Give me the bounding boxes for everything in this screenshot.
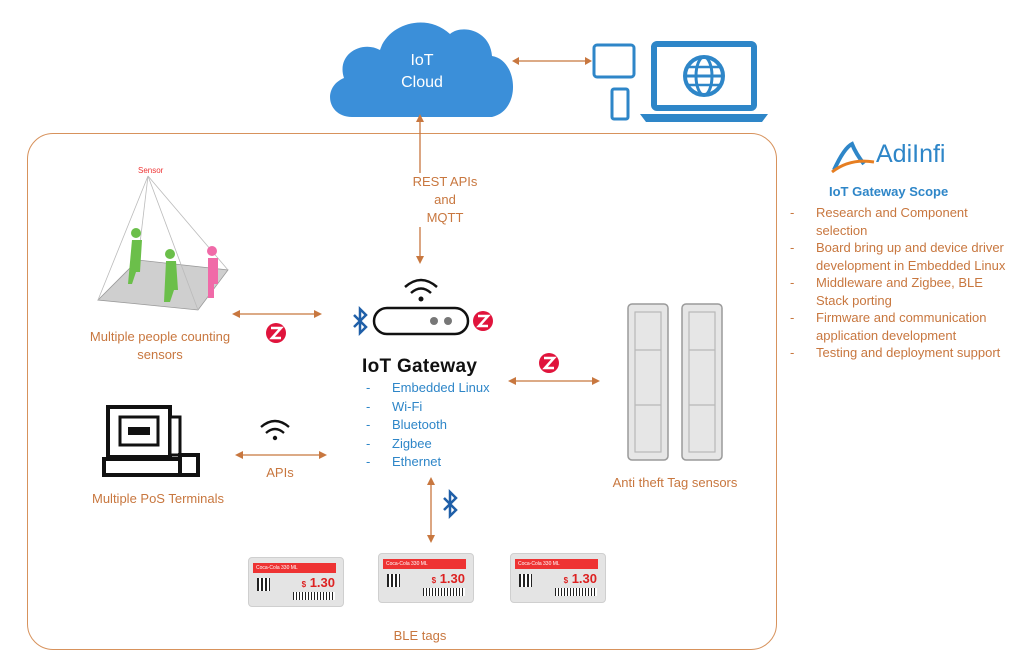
scope-item: Firmware and communication application d… — [790, 309, 1010, 344]
qr-code-icon — [519, 574, 532, 587]
wifi-icon — [404, 278, 438, 302]
bluetooth-icon — [443, 488, 458, 520]
tag-brand-bar: Coca-Cola 330 ML — [515, 559, 598, 569]
phone-icon — [610, 87, 630, 121]
wifi-icon — [260, 419, 290, 441]
gateway-feature: Embedded Linux — [362, 379, 490, 398]
tag-brand-bar: Coca-Cola 330 ML — [253, 563, 336, 573]
antitheft-caption: Anti theft Tag sensors — [612, 475, 738, 490]
gateway-ble-arrow — [427, 477, 435, 543]
barcode-icon — [555, 588, 597, 596]
pos-terminal-icon — [102, 405, 200, 477]
cloud-icon — [330, 22, 514, 118]
laptop-globe-icon — [640, 41, 768, 122]
zigbee-icon — [539, 353, 559, 373]
ble-caption: BLE tags — [393, 628, 447, 643]
gateway-antitheft-arrow — [508, 377, 600, 385]
zigbee-icon — [266, 323, 286, 343]
ble-tag: Coca-Cola 330 ML $ 1.30 — [378, 553, 474, 603]
gateway-feature: Bluetooth — [362, 416, 490, 435]
people-counting-sensor-icon: Sensor — [97, 166, 229, 311]
pos-apis-label: APIs — [266, 465, 294, 480]
adiinfi-logo-icon — [831, 141, 875, 174]
tag-price: $ 1.30 — [563, 571, 597, 586]
scope-item: Board bring up and device driver develop… — [790, 239, 1010, 274]
scope-item: Research and Component selection — [790, 204, 1010, 239]
gateway-feature: Wi-Fi — [362, 398, 490, 417]
barcode-icon — [293, 592, 335, 600]
antitheft-gates-icon — [627, 303, 723, 461]
gateway-router-icon — [372, 306, 470, 336]
scope-list: Research and Component selection Board b… — [790, 204, 1010, 362]
qr-code-icon — [387, 574, 400, 587]
qr-code-icon — [257, 578, 270, 591]
sensor-label: Sensor — [138, 166, 164, 175]
tag-price: $ 1.30 — [301, 575, 335, 590]
rest-apis-label: REST APIs and MQTT — [400, 173, 490, 227]
gateway-title: IoT Gateway — [362, 356, 478, 377]
ble-tag: Coca-Cola 330 ML $ 1.30 — [248, 557, 344, 607]
barcode-icon — [423, 588, 465, 596]
gateway-feature: Zigbee — [362, 435, 490, 454]
people-caption: Multiple people counting sensors — [89, 329, 231, 362]
system-frame — [27, 133, 777, 650]
cloud-label: IoT Cloud — [401, 52, 443, 91]
tag-brand-bar: Coca-Cola 330 ML — [383, 559, 466, 569]
cloud-devices-arrow — [512, 57, 592, 65]
ble-tag: Coca-Cola 330 ML $ 1.30 — [510, 553, 606, 603]
pos-caption: Multiple PoS Terminals — [92, 491, 224, 506]
pos-gateway-arrow — [235, 451, 327, 459]
gateway-feature-list: Embedded Linux Wi-Fi Bluetooth Zigbee Et… — [362, 379, 490, 472]
zigbee-icon — [473, 311, 493, 331]
tag-price: $ 1.30 — [431, 571, 465, 586]
scope-title: IoT Gateway Scope — [829, 184, 949, 199]
tablet-icon — [592, 43, 636, 79]
scope-item: Testing and deployment support — [790, 344, 1010, 362]
gateway-feature: Ethernet — [362, 453, 490, 472]
scope-item: Middleware and Zigbee, BLE Stack porting — [790, 274, 1010, 309]
bluetooth-icon — [353, 305, 368, 337]
logo-text: AdiInfi — [876, 140, 946, 168]
people-gateway-arrow — [232, 310, 322, 318]
